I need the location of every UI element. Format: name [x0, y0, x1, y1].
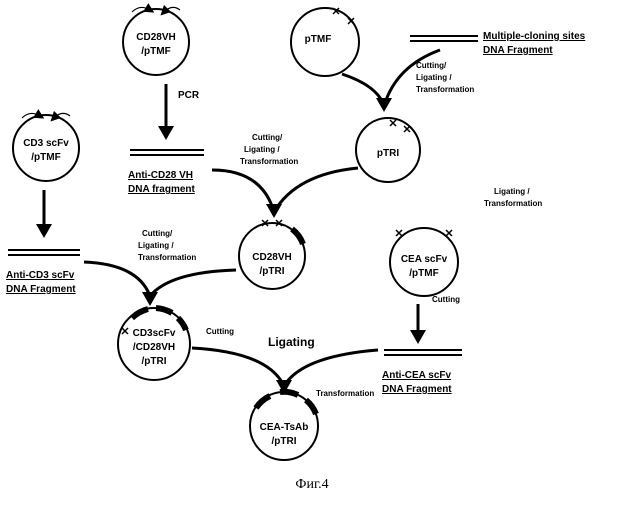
plasmid-label: /pTMF [409, 268, 438, 279]
plasmid-label: pTMF [305, 34, 332, 45]
flow-arrow [274, 168, 358, 212]
plasmid-ptri: pTRI [356, 118, 420, 182]
fragment-anti-cd28: Anti-CD28 VH DNA fragment [128, 150, 204, 195]
plasmid-label: /pTMF [31, 152, 60, 163]
fragment-label: DNA fragment [128, 184, 196, 195]
step-label-ctt: Transformation [240, 157, 298, 166]
flow-arrow [284, 350, 378, 386]
plasmid-label: /pTMF [141, 46, 170, 57]
insert-segment [156, 308, 172, 313]
restriction-site-icon [404, 126, 410, 132]
arrowhead-icon [410, 330, 426, 344]
step-label-ctt: Cutting/ [252, 133, 283, 142]
flow-arrow [212, 170, 274, 212]
plasmid-cd3scfv-cd28vh-ptri: CD3scFv /CD28VH /pTRI [118, 308, 190, 380]
step-label-cutting: Cutting [206, 327, 234, 336]
insert-segment [178, 318, 186, 330]
fragment-anti-cea: Anti-CEA scFv DNA Fragment [382, 350, 462, 395]
plasmid-label: CD3 scFv [23, 138, 69, 149]
fragment-label: Anti-CD28 VH [128, 170, 193, 181]
flow-arrow [150, 270, 236, 296]
insert-segment [132, 309, 148, 318]
restriction-site-icon [390, 120, 396, 126]
plasmid-label: pTRI [377, 148, 399, 159]
step-label-pcr: PCR [178, 90, 200, 101]
fragment-label: DNA Fragment [6, 284, 76, 295]
insert-segment [292, 229, 303, 244]
plasmid-cea-scfv-ptmf: CEA scFv /pTMF [390, 228, 458, 296]
plasmid-label: CD28VH [136, 32, 175, 43]
insert-segment [280, 392, 298, 395]
fragment-label: DNA Fragment [483, 45, 553, 56]
plasmid-label: /pTRI [142, 356, 167, 367]
step-label-transformation: Transformation [316, 389, 374, 398]
step-label-ctt: Transformation [416, 85, 474, 94]
plasmid-label: CD3scFv [133, 328, 176, 339]
plasmid-label: /pTRI [272, 436, 297, 447]
plasmid-label: CEA scFv [401, 254, 448, 265]
fragment-anti-cd3: Anti-CD3 scFv DNA Fragment [6, 250, 80, 295]
arrowhead-icon [142, 292, 158, 306]
restriction-site-icon [396, 230, 402, 236]
step-label-cutting: Cutting [432, 295, 460, 304]
plasmid-ptmf: pTMF [291, 8, 359, 76]
flow-arrow [192, 348, 284, 386]
restriction-site-icon [446, 230, 452, 236]
plasmid-cea-tsab-ptri: CEA-TsAb /pTRI [250, 392, 318, 460]
insert-segment [256, 396, 270, 408]
plasmid-cd28vh-ptmf: CD28VH /pTMF [123, 7, 189, 75]
step-label-ctt: Ligating / [138, 241, 174, 250]
plasmid-cd28vh-ptri: CD28VH /pTRI [239, 220, 305, 289]
restriction-site-icon [122, 328, 128, 334]
step-label-ctt: Cutting/ [416, 61, 447, 70]
arrowhead-icon [36, 224, 52, 238]
fragment-label: Anti-CEA scFv [382, 370, 452, 381]
fragment-label: Multiple-cloning sites [483, 31, 586, 42]
fragment-label: Anti-CD3 scFv [6, 270, 75, 281]
step-label-ctt: Cutting/ [142, 229, 173, 238]
step-label-ligating: Ligating [268, 335, 315, 349]
fragment-label: DNA Fragment [382, 384, 452, 395]
flow-arrow [342, 74, 384, 106]
insert-segment [306, 400, 316, 414]
step-label-lig-trans: Transformation [484, 199, 542, 208]
plasmid-label: CEA-TsAb [260, 422, 309, 433]
step-label-ctt: Transformation [138, 253, 196, 262]
arrowhead-icon [158, 126, 174, 140]
plasmid-label: /pTRI [260, 266, 285, 277]
plasmid-label: /CD28VH [133, 342, 175, 353]
figure-caption: Фиг.4 [295, 477, 328, 492]
step-label-lig-trans: Ligating / [494, 187, 530, 196]
step-label-ctt: Ligating / [244, 145, 280, 154]
arrowhead-icon [376, 98, 392, 112]
plasmid-label: CD28VH [252, 252, 291, 263]
step-label-ctt: Ligating / [416, 73, 452, 82]
flow-arrow [84, 262, 150, 296]
arrowhead-icon [266, 204, 282, 218]
plasmid-cd3scfv-ptmf: CD3 scFv /pTMF [13, 113, 79, 181]
